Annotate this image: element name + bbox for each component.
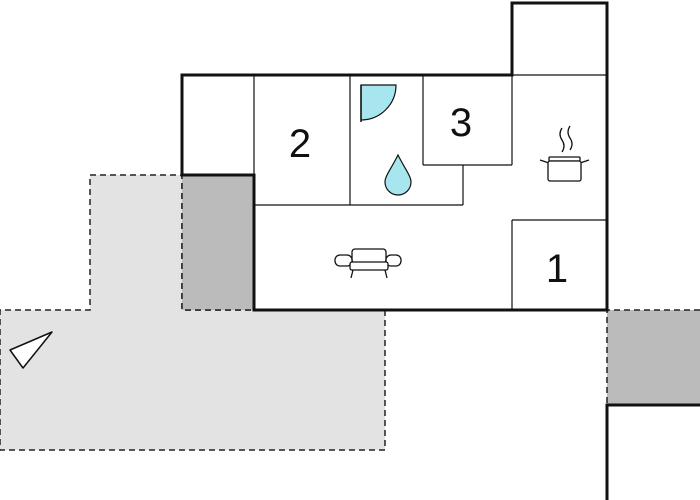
covered-area-right bbox=[606, 309, 700, 406]
exterior-walls bbox=[180, 1, 609, 312]
interior-walls bbox=[253, 74, 607, 310]
room-2-number: 2 bbox=[289, 122, 311, 166]
room-1-number: 1 bbox=[546, 247, 568, 291]
door-icon bbox=[360, 84, 397, 122]
water-drop-icon bbox=[384, 153, 412, 196]
sofa-icon bbox=[334, 248, 402, 279]
annex-walls bbox=[605, 403, 700, 500]
terrace-area bbox=[0, 174, 386, 451]
room-3-number: 3 bbox=[450, 101, 472, 145]
covered-area-left bbox=[181, 174, 255, 311]
north-arrow-icon bbox=[9, 331, 53, 369]
cooking-pot-icon bbox=[539, 125, 590, 182]
